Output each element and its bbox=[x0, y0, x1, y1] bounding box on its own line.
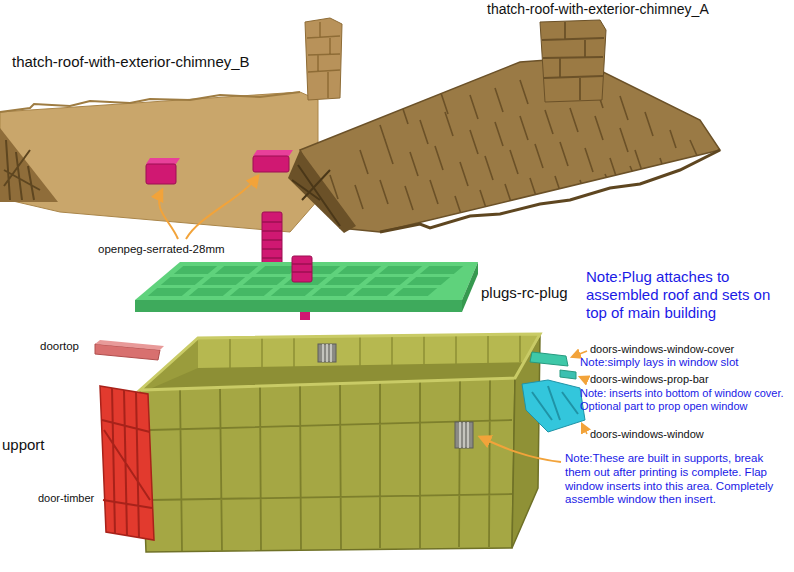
note: Note:These are built in supports, break … bbox=[565, 452, 789, 507]
window-bars bbox=[323, 344, 331, 362]
chimney-b bbox=[305, 18, 342, 100]
note: Note:simply lays in window slot bbox=[580, 356, 739, 370]
peg bbox=[253, 156, 289, 172]
prop-bar bbox=[560, 370, 576, 379]
building-window bbox=[318, 344, 336, 362]
peg-top bbox=[253, 150, 293, 156]
building-back-wall bbox=[198, 334, 540, 368]
leader-line bbox=[159, 190, 178, 239]
leader-line bbox=[480, 437, 561, 462]
part-name: doors-windows-window-cover bbox=[590, 343, 734, 356]
peg-short bbox=[292, 256, 312, 282]
door bbox=[100, 386, 154, 540]
building-planks bbox=[230, 334, 520, 368]
part-name: plugs-rc-plug bbox=[481, 284, 568, 302]
roof-b-gable bbox=[0, 128, 58, 202]
leader-line bbox=[186, 176, 258, 239]
chimney-b-stones bbox=[307, 22, 340, 98]
building-rim bbox=[140, 334, 540, 390]
building-right-wall bbox=[512, 336, 540, 548]
building-front-wall bbox=[140, 378, 515, 552]
plug-tray-side bbox=[462, 262, 478, 312]
window-frame bbox=[522, 380, 585, 432]
chimney-a-stones bbox=[542, 22, 604, 100]
building-window bbox=[455, 422, 473, 448]
chimney-a bbox=[540, 20, 606, 102]
doortop-face bbox=[95, 340, 164, 350]
part-name: doors-windows-window bbox=[590, 428, 704, 441]
leader-line bbox=[582, 424, 587, 434]
peg-bottom bbox=[300, 312, 310, 320]
part-name: upport bbox=[2, 436, 45, 454]
roof-b-edge bbox=[0, 92, 300, 112]
window-cover bbox=[530, 352, 568, 366]
window-bars bbox=[460, 422, 468, 448]
part-name: doortop bbox=[40, 340, 79, 354]
part-name: door-timber bbox=[38, 492, 94, 505]
part-name: openpeg-serrated-28mm bbox=[98, 243, 225, 257]
part-name: doors-windows-prop-bar bbox=[590, 373, 709, 386]
window-detail bbox=[532, 386, 578, 420]
building-planks bbox=[150, 380, 512, 551]
peg bbox=[146, 164, 176, 184]
roof-a bbox=[300, 58, 720, 232]
part-name: thatch-roof-with-exterior-chimney_A bbox=[487, 1, 709, 18]
peg-serration bbox=[262, 222, 282, 258]
note: Note: inserts into bottom of window cove… bbox=[580, 387, 788, 413]
roof-b-struts bbox=[4, 140, 40, 200]
roof-b bbox=[0, 92, 318, 232]
thatch-texture bbox=[330, 74, 698, 214]
roof-a-struts bbox=[292, 165, 340, 226]
peg-tall bbox=[262, 212, 282, 266]
plug-tray-front bbox=[135, 300, 462, 312]
peg-top bbox=[146, 158, 180, 164]
peg-serration bbox=[292, 264, 312, 272]
part-name: thatch-roof-with-exterior-chimney_B bbox=[12, 53, 250, 71]
door-planks bbox=[102, 388, 152, 538]
roof-a-gable bbox=[288, 150, 356, 233]
note: Note:Plug attaches to assembled roof and… bbox=[586, 268, 790, 322]
leader-line bbox=[580, 377, 587, 380]
roof-a-eave bbox=[380, 150, 720, 232]
